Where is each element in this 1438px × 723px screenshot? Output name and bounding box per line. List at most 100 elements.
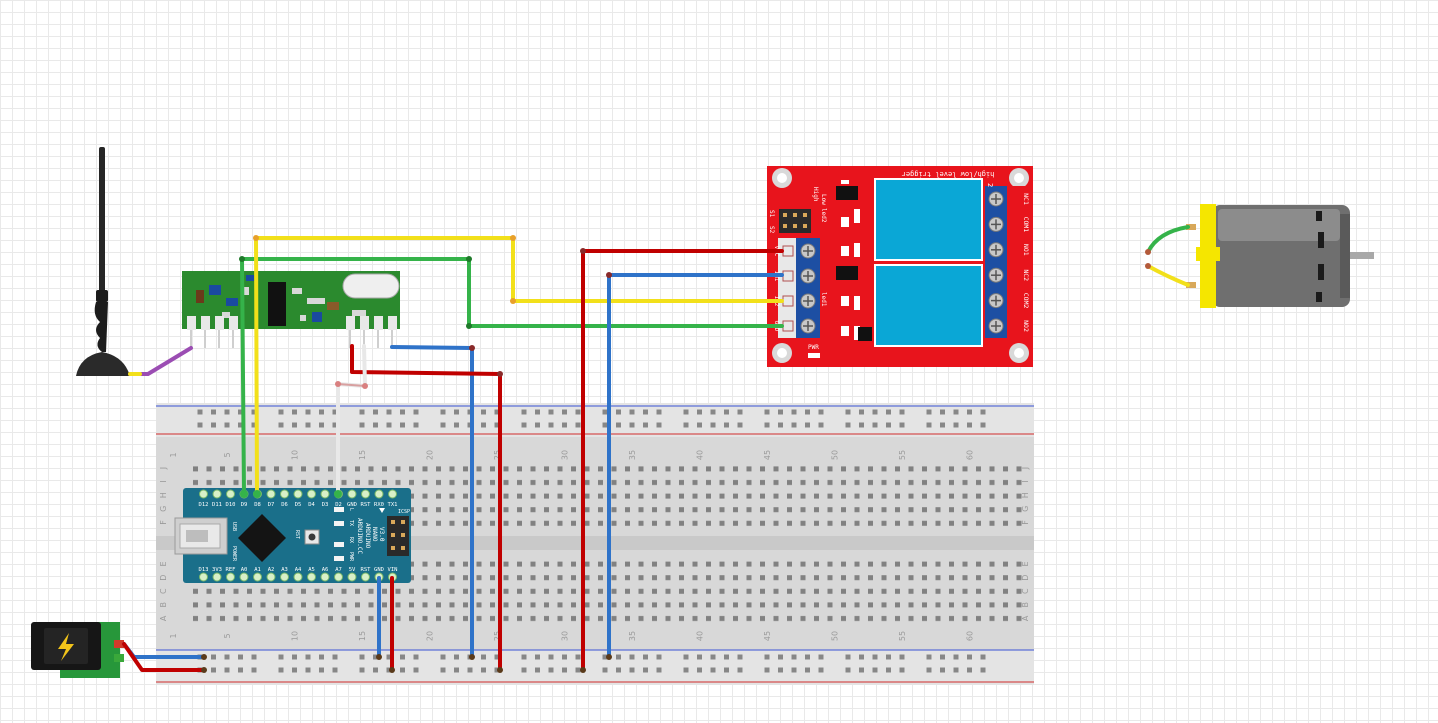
nano-bottom-pin-label: A2 <box>268 567 275 573</box>
row-label-right: J <box>1021 467 1030 470</box>
jumper-s1-label: S1 <box>768 210 775 218</box>
row-label-right: F <box>1021 520 1030 525</box>
relay-corner-label: 2 <box>986 183 994 187</box>
relay-2 <box>874 264 983 347</box>
terminal-label: COM1 <box>1022 217 1030 233</box>
row-label-left: C <box>159 588 168 594</box>
column-label-top: 5 <box>223 452 232 457</box>
column-label-top: 55 <box>898 450 907 460</box>
nano-bottom-pin-label: A5 <box>308 567 315 573</box>
row-label-right: D <box>1021 575 1030 581</box>
nano-top-pin-label: D9 <box>241 502 248 508</box>
nano-top-pin-label: D4 <box>308 502 315 508</box>
column-label-bottom: 50 <box>831 631 840 641</box>
board-name-2: NANO <box>371 527 378 542</box>
terminal-label: COM2 <box>1022 293 1030 309</box>
jumper-low-label: Low <box>820 194 827 205</box>
nano-board <box>183 488 411 583</box>
relay-module: high/low level trigger 2 NC1COM1NO1NC2CO… <box>767 166 1033 367</box>
nano-top-pin-label: GND <box>347 502 357 508</box>
column-label-top: 40 <box>696 450 705 460</box>
nano-top-pin-label: RST <box>361 502 372 508</box>
board-name-3: V3.0 <box>378 527 385 542</box>
usb-label: USB <box>231 522 237 531</box>
nano-bottom-pin-label: A4 <box>295 567 302 573</box>
antenna-wire <box>128 346 193 376</box>
nano-bottom-pin-label: A6 <box>322 567 329 573</box>
pin1-marker <box>379 508 385 513</box>
microcontroller-chip <box>238 514 286 562</box>
motor-shaft <box>1350 252 1374 259</box>
nano-bottom-pin-label: 3V3 <box>212 567 222 573</box>
motor-lead-green <box>1146 225 1190 254</box>
column-label-bottom: 25 <box>493 631 502 641</box>
wire-bend-points <box>201 235 612 673</box>
row-label-right: A <box>1021 615 1030 621</box>
row-label-left: D <box>159 575 168 581</box>
jumper-s2-label: S2 <box>768 226 775 234</box>
nano-top-pin-label: D3 <box>322 502 329 508</box>
nano-top-pin-label: D12 <box>199 502 209 508</box>
column-label-bottom: 1 <box>169 633 178 638</box>
column-label-bottom: 40 <box>696 631 705 641</box>
row-label-left: G <box>159 506 168 512</box>
row-label-left: J <box>159 467 168 470</box>
column-label-top: 60 <box>966 450 975 460</box>
nano-bottom-pin-label: A7 <box>335 567 342 573</box>
row-label-right: E <box>1021 561 1030 566</box>
trigger-jumper <box>779 209 811 233</box>
board-name-1: ARDUINO <box>364 523 371 549</box>
column-label-top: 25 <box>493 450 502 460</box>
nano-top-pin-label: D5 <box>295 502 302 508</box>
row-label-left: I <box>159 480 168 482</box>
column-label-bottom: 55 <box>898 631 907 641</box>
motor-terminal-2 <box>1186 282 1196 288</box>
led-rx-label: RX <box>348 537 354 543</box>
led2-label: led2 <box>820 208 827 223</box>
column-label-bottom: 45 <box>763 631 772 641</box>
icsp-label: ICSP <box>398 509 410 515</box>
column-label-top: 50 <box>831 450 840 460</box>
antenna <box>76 147 130 376</box>
jumper-high-label: High <box>812 187 819 202</box>
row-label-left: A <box>159 615 168 621</box>
nano-bottom-pin-label: A1 <box>254 567 261 573</box>
column-label-top: 1 <box>169 452 178 457</box>
onboard-leds <box>334 507 344 561</box>
nano-top-pin-row <box>199 489 397 499</box>
terminal-label: NC2 <box>1022 269 1030 281</box>
nano-top-pin-label: TX1 <box>388 502 398 508</box>
terminal-label: NO2 <box>1022 320 1030 332</box>
nano-bottom-pin-label: A3 <box>281 567 288 573</box>
row-label-left: B <box>159 602 168 608</box>
row-label-right: G <box>1021 506 1030 512</box>
nano-top-pin-label: D6 <box>281 502 288 508</box>
column-label-bottom: 15 <box>358 631 367 641</box>
motor-terminal-1 <box>1186 224 1196 230</box>
column-label-top: 45 <box>763 450 772 460</box>
led-l-label: L <box>348 508 354 511</box>
nano-top-pin-label: D8 <box>254 502 261 508</box>
nano-top-pin-label: D2 <box>335 502 342 508</box>
nano-bottom-pin-label: A0 <box>241 567 248 573</box>
power-jack <box>31 622 124 678</box>
pwr-label: PWR <box>808 344 819 351</box>
lightning-icon <box>58 633 74 661</box>
relay-optocouplers <box>836 186 872 341</box>
column-label-top: 15 <box>358 450 367 460</box>
column-label-bottom: 10 <box>291 631 300 641</box>
row-label-left: H <box>159 492 168 498</box>
nano-bottom-pin-label: RST <box>361 567 372 573</box>
nano-bottom-pin-label: 5V <box>349 567 356 573</box>
nano-bottom-pin-label: REF <box>226 567 236 573</box>
column-label-top: 30 <box>561 450 570 460</box>
column-label-bottom: 30 <box>561 631 570 641</box>
nano-bottom-pin-label: D13 <box>199 567 209 573</box>
nano-bottom-pin-row <box>199 572 397 582</box>
row-label-right: C <box>1021 588 1030 594</box>
power-label: POWER <box>231 546 237 562</box>
